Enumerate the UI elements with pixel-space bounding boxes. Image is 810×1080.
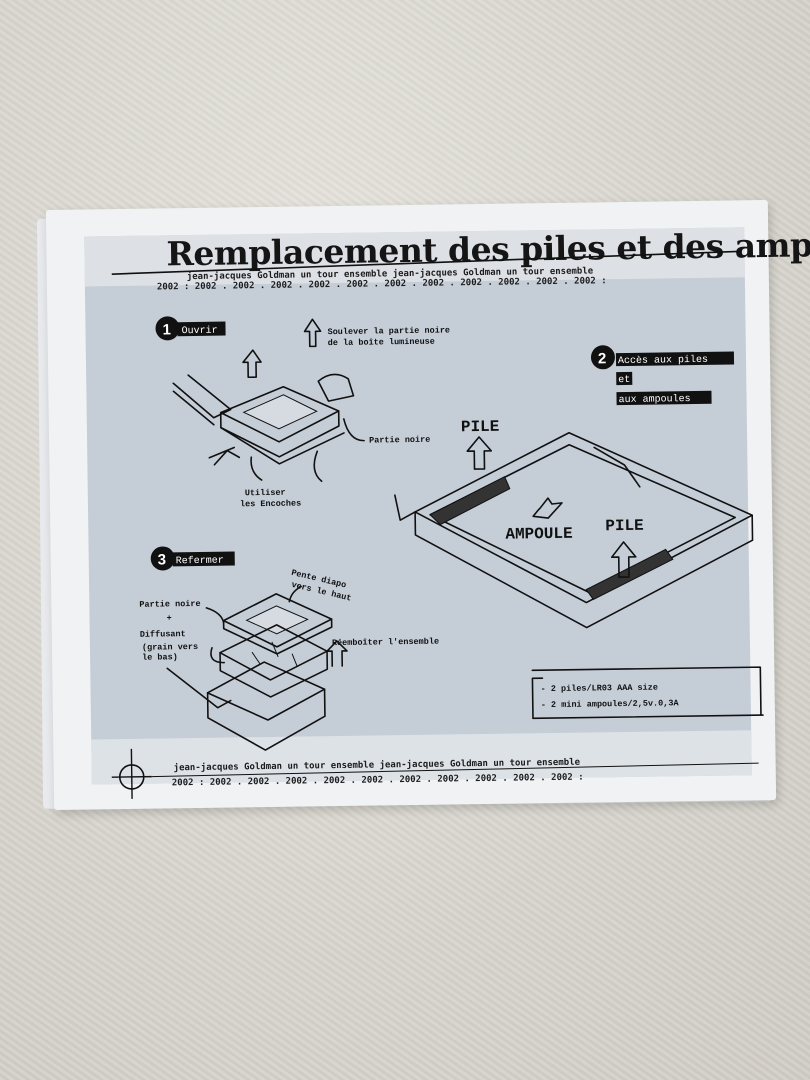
step-2-label-box-2	[616, 371, 633, 386]
title-underline	[111, 250, 742, 275]
step-1-use-note-2: les Encoches	[240, 499, 301, 510]
spec-box-outline	[531, 666, 764, 720]
step-1-lift-note-1: Soulever la partie noire	[328, 325, 451, 337]
step-2-pile-left: PILE	[461, 418, 500, 437]
crosshair-icon	[111, 748, 152, 799]
step-2-drawing	[394, 431, 754, 629]
step-2-ampoule: AMPOULE	[505, 525, 572, 544]
step-2-label-box-3	[616, 390, 712, 406]
step-1-label-box	[177, 321, 226, 337]
step-3-black-part-note: Partie noire	[139, 599, 200, 610]
step-3-badge	[150, 546, 175, 571]
card-top-band	[84, 227, 745, 287]
card-bottom-band	[91, 730, 752, 785]
card-title: Remplacement des piles et des ampoules	[166, 224, 810, 273]
step-2-label-2: et	[618, 375, 630, 386]
step-1-badge	[155, 316, 180, 341]
step-2-label-box-1	[615, 351, 735, 367]
step-3-number: 3	[158, 551, 167, 568]
step-1-use-note-1: Utiliser	[245, 488, 286, 499]
spec-line-1: - 2 piles/LR03 AAA size	[541, 683, 658, 695]
step-3-label: Refermer	[176, 555, 224, 568]
step-1-number: 1	[162, 321, 171, 338]
step-2-label-1: Accès aux piles	[618, 354, 708, 367]
step-2-badge	[590, 345, 615, 370]
step-2-label-3: aux ampoules	[618, 393, 690, 406]
footer-rule	[151, 762, 759, 778]
step-2-pile-right: PILE	[605, 517, 644, 536]
step-3-diffuser-note: Diffusant	[140, 629, 186, 640]
step-1-label: Ouvrir	[181, 325, 217, 338]
up-arrow-icon	[303, 318, 322, 348]
card-panel	[84, 227, 752, 785]
step-3-label-box	[172, 551, 235, 567]
step-2-number: 2	[598, 350, 607, 367]
spec-line-2: - 2 mini ampoules/2,5v.0,3A	[541, 698, 680, 710]
step-1-black-part-note: Partie noire	[369, 435, 430, 446]
step-3-grain-note-2: le bas)	[142, 652, 178, 662]
step-3-reassemble-note: Réemboîter l'ensemble	[332, 637, 439, 648]
step-3-grain-note-1: (grain vers	[142, 642, 198, 653]
step-1-lift-note-2: de la boîte lumineuse	[328, 337, 435, 348]
step-3-plus: +	[166, 613, 171, 623]
step-1-drawing	[172, 349, 365, 483]
step-3-drawing	[166, 585, 348, 751]
